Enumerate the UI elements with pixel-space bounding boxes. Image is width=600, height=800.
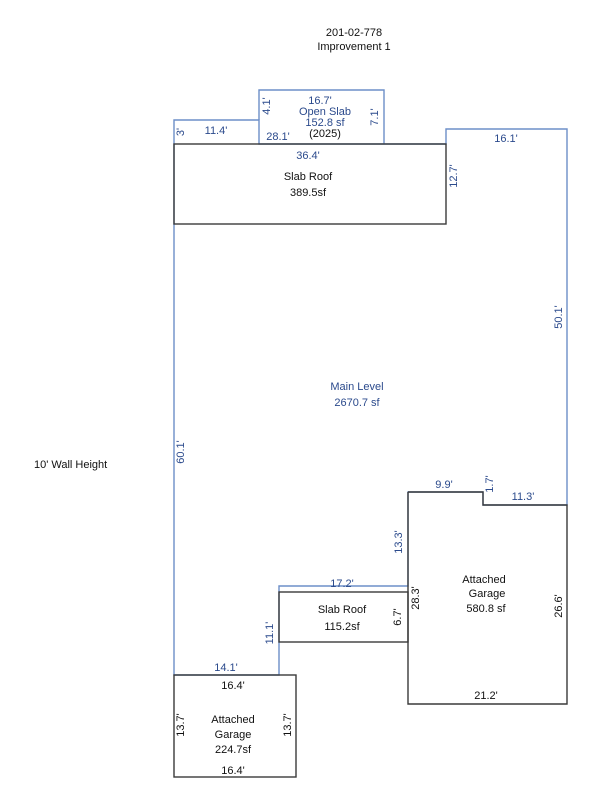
dim-slab-mid-top: 17.2' — [330, 578, 354, 590]
dim-garage-r-right: 26.6' — [553, 594, 565, 618]
slab-roof-mid-name: Slab Roof — [318, 604, 367, 616]
dim-main-top-right: 16.1' — [494, 133, 518, 145]
open-slab-area: 152.8 sf — [305, 117, 345, 129]
dim-open-slab-right: 7.1' — [369, 108, 381, 125]
dim-garage-l-left: 13.7' — [175, 713, 187, 737]
slab-roof-top-name: Slab Roof — [284, 171, 333, 183]
dim-main-bottom: 14.1' — [214, 662, 238, 674]
garage-right-area: 580.8 sf — [466, 603, 506, 615]
main-level-name: Main Level — [330, 381, 383, 393]
open-slab-year: (2025) — [309, 128, 341, 140]
wall-height-note: 10' Wall Height — [34, 459, 107, 471]
dim-main-left: 60.1' — [175, 440, 187, 464]
open-slab-name: Open Slab — [299, 106, 351, 118]
dim-garage-r-left: 28.3' — [410, 586, 422, 610]
dim-slab-mid-right: 6.7' — [392, 608, 404, 625]
slab-roof-mid-outline — [278, 591, 409, 643]
dim-garage-r-bottom: 21.2' — [474, 690, 498, 702]
dim-garage-l-bottom: 16.4' — [221, 765, 245, 777]
dim-open-slab-left: 4.1' — [261, 97, 273, 114]
garage-right-outline — [407, 491, 568, 705]
open-slab-dim-top: 16.7' — [308, 95, 332, 107]
dim-garage-l-right: 13.7' — [282, 713, 294, 737]
dim-garage-r-notch-step: 1.7' — [484, 475, 496, 492]
main-level-area: 2670.7 sf — [334, 397, 380, 409]
garage-left-outline — [173, 674, 297, 778]
dim-main-step: 11.1' — [264, 622, 276, 645]
garage-left-area: 224.7sf — [215, 744, 252, 756]
dim-main-top-mid: 28.1' — [266, 131, 290, 143]
garage-right-name2: Garage — [469, 588, 506, 600]
dim-main-garage-left: 13.3' — [393, 530, 405, 554]
slab-roof-mid-area: 115.2sf — [324, 621, 360, 633]
parcel-id: 201-02-778 — [326, 27, 382, 39]
dim-main-right: 50.1' — [553, 305, 565, 329]
garage-left-name1: Attached — [211, 714, 254, 726]
dim-garage-r-notch-top: 9.9' — [435, 479, 452, 491]
improvement-label: Improvement 1 — [317, 41, 390, 53]
dim-slab-roof-right: 12.7' — [448, 164, 460, 188]
dim-main-top-left-short: 3' — [175, 128, 187, 136]
open-slab-outline — [258, 89, 385, 144]
garage-right-name1: Attached — [462, 574, 505, 586]
slab-roof-top-outline — [173, 143, 447, 225]
dim-garage-l-top: 16.4' — [221, 680, 245, 692]
garage-left-name2: Garage — [215, 729, 252, 741]
dim-main-top-left: 11.4' — [205, 125, 228, 137]
slab-roof-top-area: 389.5sf — [290, 187, 327, 199]
dim-garage-r-notch-right: 11.3' — [512, 491, 535, 503]
slab-roof-top-dim: 36.4' — [296, 150, 320, 162]
